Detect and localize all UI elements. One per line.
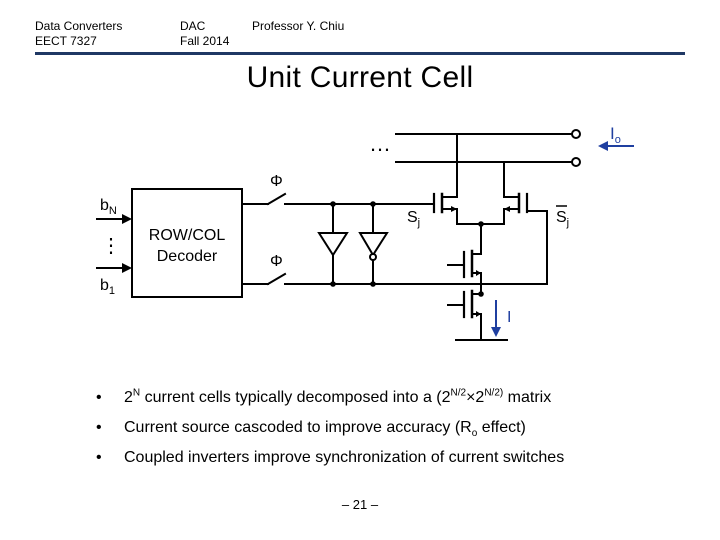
header-topic: DAC Fall 2014 <box>180 19 229 49</box>
bullet-marker: • <box>96 419 102 436</box>
bullet-text: Current source cascoded to improve accur… <box>124 419 526 440</box>
instructor-name: Professor Y. Chiu <box>252 19 345 33</box>
slide-title: Unit Current Cell <box>246 61 474 94</box>
phi-label-bottom: Φ <box>270 253 283 270</box>
inverter-2-bubble <box>369 253 377 261</box>
course-code: EECT 7327 <box>35 34 97 48</box>
bullet-text: 2N current cells typically decomposed in… <box>124 387 552 406</box>
header-course: Data Converters EECT 7327 <box>35 19 122 49</box>
inverter-2 <box>358 232 389 257</box>
page-number: – 21 – <box>341 497 379 512</box>
input-bn-arrow <box>122 214 132 224</box>
input-ellipsis: ⋮ <box>101 235 121 257</box>
inverter-1 <box>317 232 349 257</box>
topic-label: DAC <box>180 19 206 33</box>
output-current-label: Io <box>610 124 621 146</box>
cell-current-label: I <box>507 309 511 326</box>
term-label: Fall 2014 <box>180 34 230 48</box>
decoder-block <box>131 188 243 298</box>
input-lsb-label: b1 <box>100 277 115 297</box>
sj-bar-label: Sj <box>556 209 569 229</box>
phi-label-top: Φ <box>270 173 283 190</box>
bullet-text: Coupled inverters improve synchronizatio… <box>124 449 565 466</box>
header-instructor: Professor Y. Chiu <box>252 19 344 34</box>
top-ellipsis: … <box>369 131 391 156</box>
decoder-label-line1: ROW/COL <box>149 227 226 244</box>
phi-switch-bottom <box>266 272 287 286</box>
bullet-marker: • <box>96 389 102 406</box>
output-terminal-bottom <box>571 157 581 167</box>
phi-switch-top <box>266 192 287 206</box>
header-divider <box>35 52 685 55</box>
input-msb-label: bN <box>100 197 117 217</box>
input-b1-arrow <box>122 263 132 273</box>
decoder-label-line2: Decoder <box>157 248 218 265</box>
sj-label: Sj <box>407 209 420 229</box>
course-title: Data Converters <box>35 19 123 33</box>
bullet-marker: • <box>96 449 102 466</box>
output-terminal-top <box>571 129 581 139</box>
